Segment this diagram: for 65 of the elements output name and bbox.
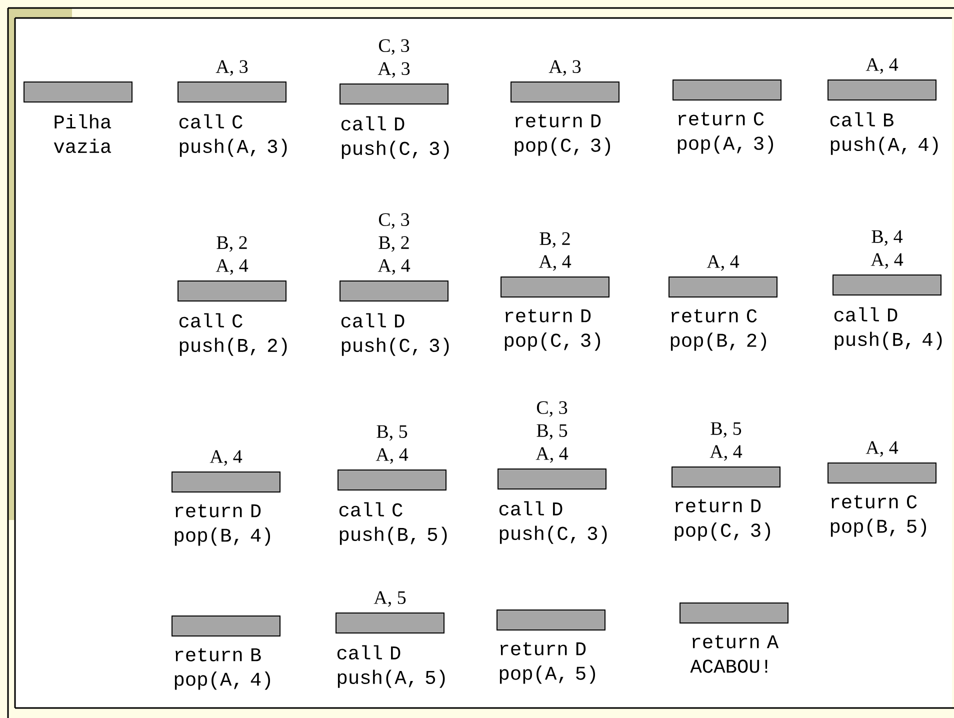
stack-bar — [500, 276, 610, 298]
stack-bar — [510, 82, 620, 102]
operation-label: call D push(C, 3) — [499, 501, 607, 544]
stack-bar — [832, 274, 942, 296]
stack-entry: A, 3 — [378, 62, 410, 78]
stack-bar — [340, 280, 448, 302]
stack-entry: B, 2 — [216, 236, 247, 252]
stack-entry: A, 4 — [536, 447, 568, 463]
operation-label: call C push(A, 3) — [179, 114, 287, 157]
stack-entry: A, 5 — [374, 591, 406, 607]
operation-label: Pilha vazia — [54, 114, 112, 154]
stack-entry: A, 4 — [538, 255, 572, 271]
stack-bar — [172, 472, 280, 492]
operation-label: return D pop(C, 3) — [674, 499, 770, 541]
stack-bar — [336, 612, 444, 634]
operation-label: call D push(C, 3) — [341, 313, 449, 356]
stack-bar — [672, 466, 780, 488]
stack-entry: A, 3 — [548, 60, 581, 76]
stack-bar — [340, 84, 448, 104]
stack-entry: B, 2 — [378, 236, 409, 252]
stack-bar — [668, 276, 778, 298]
stack-bar — [828, 462, 936, 484]
operation-label: call D push(C, 3) — [341, 116, 449, 159]
stack-bar — [178, 82, 286, 102]
stack-bar — [672, 80, 782, 100]
stack-entry: C, 3 — [378, 39, 410, 55]
operation-label: return C pop(A, 3) — [678, 112, 774, 154]
operation-label: return D pop(B, 4) — [174, 504, 270, 546]
stack-entry: B, 4 — [872, 230, 903, 246]
stack-bar — [178, 280, 286, 302]
stack-bar — [828, 80, 936, 100]
stack-entry: A, 4 — [870, 253, 904, 269]
stack-bar — [338, 470, 446, 490]
operation-label: return D pop(C, 3) — [504, 309, 600, 351]
operation-label: return C pop(B, 2) — [670, 309, 766, 351]
operation-label: call C push(B, 5) — [339, 502, 447, 545]
stack-bar — [172, 616, 280, 636]
stack-entry: A, 4 — [706, 255, 740, 271]
stack-entry: A, 4 — [866, 58, 898, 74]
operation-label: return C pop(B, 5) — [830, 495, 926, 537]
operation-label: return D pop(A, 5) — [500, 642, 596, 684]
operation-label: call D push(A, 5) — [337, 645, 445, 688]
stack-entry: A, 4 — [866, 441, 898, 457]
stack-entry: A, 4 — [710, 445, 742, 461]
operation-label: return B pop(A, 4) — [174, 648, 270, 690]
stack-entry: B, 5 — [536, 424, 568, 440]
operation-label: return D pop(C, 3) — [514, 114, 610, 156]
stack-bar — [498, 468, 606, 490]
operation-label: call D push(B, 4) — [834, 307, 942, 350]
stack-bar — [680, 602, 788, 624]
stack-entry: A, 3 — [216, 60, 248, 76]
operation-label: call C push(B, 2) — [179, 313, 287, 356]
stack-bar — [24, 82, 132, 102]
stack-entry: A, 4 — [376, 448, 408, 464]
stack-entry: B, 5 — [376, 425, 408, 441]
stack-entry: B, 5 — [710, 422, 742, 438]
stack-entry: C, 3 — [378, 213, 410, 229]
stack-entry: A, 4 — [210, 450, 242, 466]
operation-label: return A ACABOU! — [690, 635, 779, 673]
stack-entry: A, 4 — [378, 259, 410, 275]
stack-entry: B, 2 — [540, 232, 570, 248]
stack-entry: C, 3 — [536, 401, 568, 417]
stack-bar — [496, 610, 606, 630]
stack-entry: A, 4 — [216, 259, 248, 275]
operation-label: call B push(A, 4) — [830, 112, 938, 155]
